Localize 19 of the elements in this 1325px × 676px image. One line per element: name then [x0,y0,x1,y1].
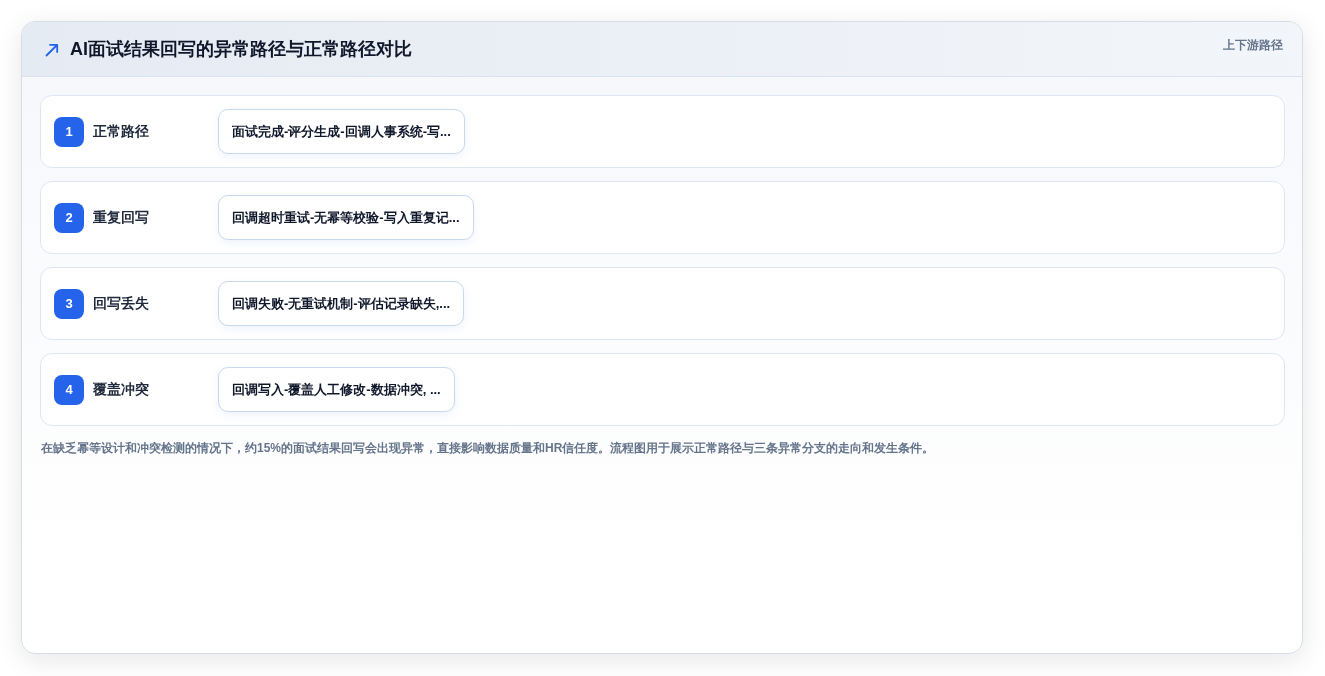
step-number-badge: 2 [54,203,84,233]
row-label: 覆盖冲突 [93,380,149,399]
path-chip: 回调超时重试-无幂等校验-写入重复记... [218,195,474,240]
header-note: 上下游路径 [1223,37,1283,53]
path-chip: 回调失败-无重试机制-评估记录缺失,... [218,281,465,326]
row-card [40,181,1285,254]
path-chip: 回调写入-覆盖人工修改-数据冲突, ... [218,367,455,412]
step-number-badge: 1 [54,117,84,147]
path-chip: 面试完成-评分生成-回调人事系统-写... [218,109,465,154]
step-number-badge: 4 [54,375,84,405]
row-card [40,267,1285,340]
row-card [40,353,1285,426]
row-label: 重复回写 [93,208,149,227]
step-number-badge: 3 [54,289,84,319]
caption-text: 在缺乏幂等设计和冲突检测的情况下，约15%的面试结果回写会出现异常，直接影响数据质量和HR信任度。流程图用于展示正常路径与三条异常分支的走向和发生条件。 [41,440,936,457]
row-label: 回写丢失 [93,294,149,313]
row-card [40,95,1285,168]
title-text: AI面试结果回写的异常路径与正常路径对比 [70,38,412,61]
row-label: 正常路径 [93,122,149,141]
